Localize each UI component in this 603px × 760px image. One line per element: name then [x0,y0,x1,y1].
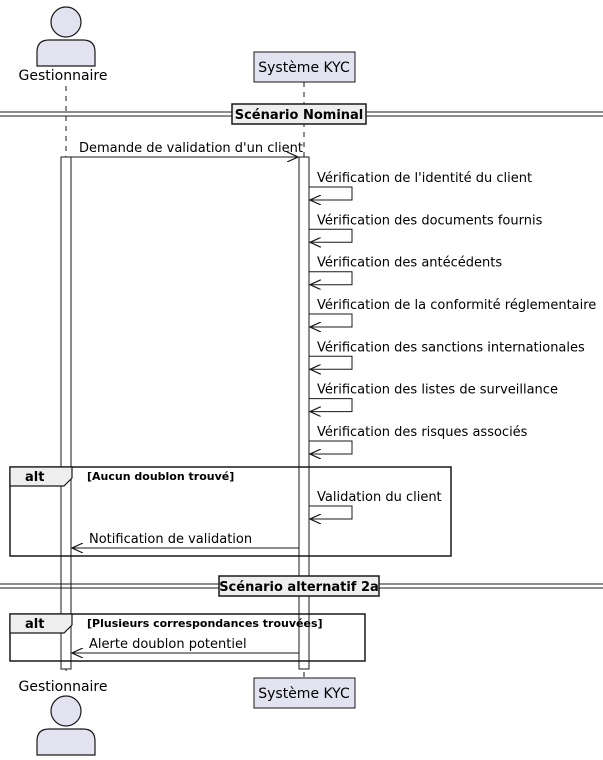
alt-frame [9,613,366,662]
alt-block-multiple-matches: alt [Plusieurs correspondances trouvées]… [9,613,366,662]
participant-manager-label: Gestionnaire [19,679,108,695]
alt-guard: [Plusieurs correspondances trouvées] [87,617,323,630]
actor-manager-bottom: Gestionnaire [19,679,108,756]
alt-tab [9,466,73,487]
self-check-arrow [309,313,353,327]
participant-system-label: Système KYC [258,60,350,76]
alt-guard: [Aucun doublon trouvé] [87,470,234,483]
self-check-arrow [309,440,353,454]
participant-manager-label: Gestionnaire [19,68,108,84]
alt-tab [9,613,73,634]
actor-head-icon [50,6,82,38]
alt-block-no-duplicate: alt [Aucun doublon trouvé] Validation du… [9,466,452,557]
self-check-messages: Vérification de l'identité du clientVéri… [309,171,596,454]
self-check-label: Vérification des documents fournis [317,213,543,228]
participant-system-bottom: Système KYC [253,677,356,709]
alt-keyword: alt [25,617,44,632]
self-check-label: Vérification des risques associés [317,425,528,440]
divider-label: Scénario alternatif 2a [219,580,379,595]
self-check-label: Vérification des sanctions international… [317,340,585,355]
message-alert-label: Alerte doublon potentiel [89,637,247,652]
self-check-label: Vérification des listes de surveillance [317,383,558,398]
actor-manager-top: Gestionnaire [19,6,108,84]
self-check-arrow [309,186,353,200]
participant-system-top: Système KYC [253,51,356,83]
self-check-label: Vérification de la conformité réglementa… [317,298,596,313]
self-check-label: Vérification des antécédents [317,256,502,271]
divider-box [218,575,380,597]
message-request-label: Demande de validation d'un client [79,141,303,156]
actor-body-icon [36,728,96,756]
actor-head-icon [50,695,82,727]
participant-system-label: Système KYC [258,686,350,702]
divider-nominal: Scénario Nominal [0,103,603,125]
alt-frame [9,466,452,557]
self-check-label: Vérification de l'identité du client [317,171,532,186]
message-validation-label: Validation du client [317,490,442,505]
divider-label: Scénario Nominal [235,108,364,123]
message-notification-label: Notification de validation [89,532,252,547]
actor-body-icon [36,39,96,67]
divider-box [231,103,367,125]
self-check-arrow [309,398,353,412]
message-validation-arrow [309,505,353,519]
participant-box [253,51,356,83]
divider-alternative: Scénario alternatif 2a [0,575,603,597]
self-check-arrow [309,355,353,369]
self-check-arrow [309,228,353,242]
activation-bar-manager [60,156,72,670]
alt-keyword: alt [25,470,44,485]
participant-box [253,677,356,709]
self-check-arrow [309,271,353,285]
